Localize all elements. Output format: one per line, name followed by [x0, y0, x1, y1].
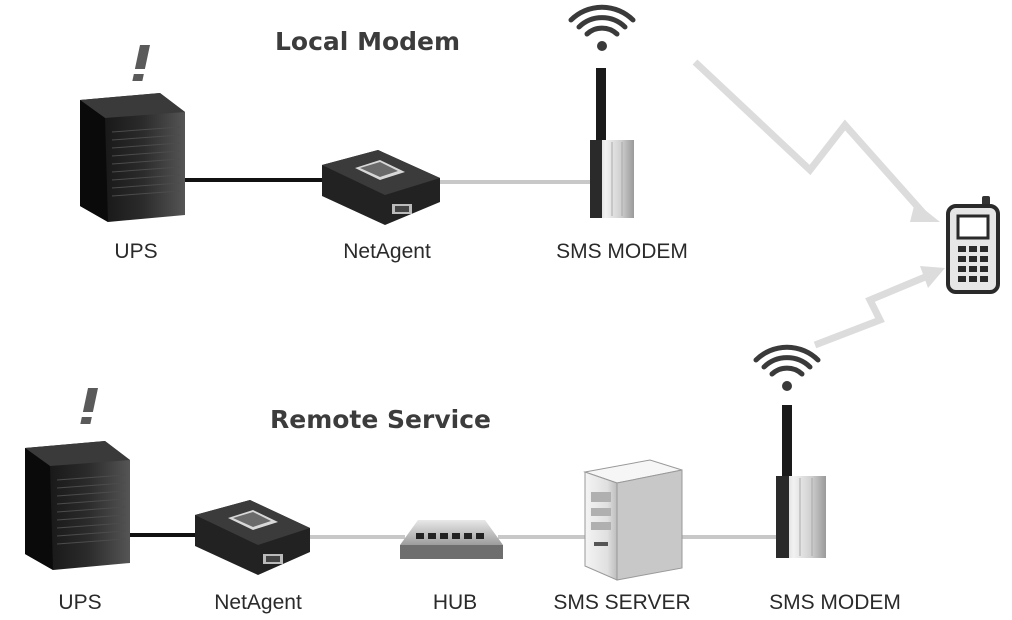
- sms-server-device: [583, 459, 683, 581]
- label-ups-local: UPS: [114, 240, 157, 263]
- label-ups-remote: UPS: [58, 591, 101, 614]
- local-section-title: Local Modem: [275, 27, 460, 56]
- ups-device: [80, 93, 185, 222]
- netagent-device: [322, 150, 440, 225]
- lightning-signal-remote: [813, 266, 945, 349]
- label-modem-remote: SMS MODEM: [769, 591, 901, 614]
- sms-modem-device: [590, 68, 634, 218]
- label-modem-local: SMS MODEM: [556, 240, 688, 263]
- netagent-device-remote: [195, 500, 310, 575]
- label-netagent-remote: NetAgent: [214, 591, 302, 614]
- local-row: [80, 4, 636, 225]
- wifi-signal-icon: [568, 4, 636, 51]
- remote-row: [25, 344, 826, 581]
- lightning-signal-icon: [692, 59, 940, 222]
- ups-device-remote: [25, 441, 130, 570]
- label-netagent-local: NetAgent: [343, 240, 431, 263]
- sms-modem-device-remote: [776, 405, 826, 558]
- remote-section-title: Remote Service: [270, 405, 491, 434]
- hub-device: [400, 520, 503, 559]
- label-sms-server: SMS SERVER: [553, 591, 690, 614]
- alert-icon: [132, 45, 150, 81]
- alert-icon: [80, 388, 98, 424]
- label-hub: HUB: [433, 591, 477, 614]
- wifi-signal-icon: [753, 344, 821, 391]
- mobile-phone-icon: [946, 196, 1000, 294]
